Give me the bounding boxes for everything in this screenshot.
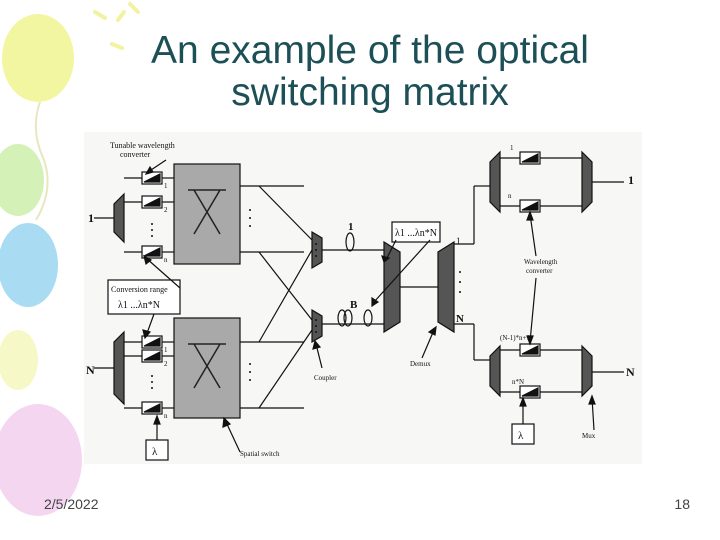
- switching-matrix-diagram: Tunable wavelength converter 1 N 1 2 n 1…: [86, 141, 635, 461]
- input-demux-1: [113, 192, 125, 244]
- label-port-2-bottom: 2: [164, 360, 168, 368]
- fiber-coil-b-3: [363, 309, 373, 327]
- label-fiber-1: 1: [348, 221, 354, 233]
- label-port-n-top: n: [164, 256, 168, 264]
- slide-title-line-2: switching matrix: [231, 71, 509, 114]
- spatial-switch-top: [173, 163, 241, 265]
- slide-page-number: 18: [674, 496, 690, 512]
- label-fiber-b: B: [350, 299, 358, 311]
- balloon-yellow-icon: [2, 14, 74, 102]
- output-mux-top-left: [489, 150, 501, 214]
- output-mux-top-right: [581, 150, 593, 214]
- label-demux-n: N: [456, 313, 464, 325]
- label-output-n: N: [626, 365, 635, 379]
- label-input-n: N: [86, 363, 95, 377]
- fiber-coil-b-2: [343, 309, 353, 327]
- label-tunable-converter-2: converter: [120, 150, 151, 159]
- input-demux-n: [113, 330, 125, 406]
- spatial-switch-bottom: [173, 317, 241, 419]
- switching-matrix-figure: Tunable wavelength converter 1 N 1 2 n 1…: [84, 132, 642, 464]
- label-mux: Mux: [582, 432, 596, 440]
- label-lambda-range: λ1 ...λn*N: [395, 228, 437, 239]
- label-out-n: n: [508, 192, 512, 200]
- label-lambda-left: λ: [152, 446, 158, 458]
- label-out-n1: (N-1)*n+1: [500, 334, 530, 342]
- label-out-1: 1: [510, 144, 514, 152]
- slide-title-line-1: An example of the optical: [151, 29, 589, 72]
- slide-date: 2/5/2022: [44, 496, 99, 512]
- balloon-blue-icon: [0, 223, 58, 307]
- label-output-1: 1: [628, 173, 634, 187]
- label-wavelength-converter-2: converter: [526, 267, 553, 275]
- conversion-range-box: [107, 279, 181, 315]
- label-tunable-converter-1: Tunable wavelength: [110, 141, 175, 150]
- confetti-icon: [93, 2, 140, 50]
- label-wavelength-converter-1: Wavelength: [524, 258, 558, 266]
- fiber-coil-b-1: [337, 309, 347, 327]
- label-port-2-top: 2: [164, 206, 168, 214]
- balloon-string: [34, 101, 49, 221]
- label-demux-1: 1: [456, 236, 461, 246]
- label-lambda-right: λ: [518, 430, 524, 442]
- lambda-range-box: [391, 221, 441, 243]
- slide-title: An example of the optical switching matr…: [110, 30, 630, 114]
- label-spatial-switch: Spatial switch: [240, 450, 280, 458]
- balloon-yellow-small-icon: [0, 330, 38, 390]
- label-demux: Demux: [410, 360, 431, 368]
- label-port-1-bottom: 1: [164, 346, 168, 354]
- output-mux-bottom-right: [581, 344, 593, 398]
- demux-right: [437, 240, 455, 334]
- label-conversion-range: Conversion range: [111, 285, 168, 294]
- label-input-1: 1: [88, 211, 94, 225]
- label-coupler: Coupler: [314, 374, 337, 382]
- label-port-n-bottom: n: [164, 412, 168, 420]
- fiber-coil-1: [345, 232, 355, 252]
- demux-left: [383, 240, 401, 334]
- label-conversion-lambda: λ1 ...λn*N: [118, 300, 160, 311]
- output-mux-bottom-left: [489, 344, 501, 398]
- label-out-nN: n*N: [512, 378, 524, 386]
- balloon-pink-icon: [0, 404, 82, 516]
- label-port-1-top: 1: [164, 182, 168, 190]
- balloon-green-icon: [0, 144, 44, 216]
